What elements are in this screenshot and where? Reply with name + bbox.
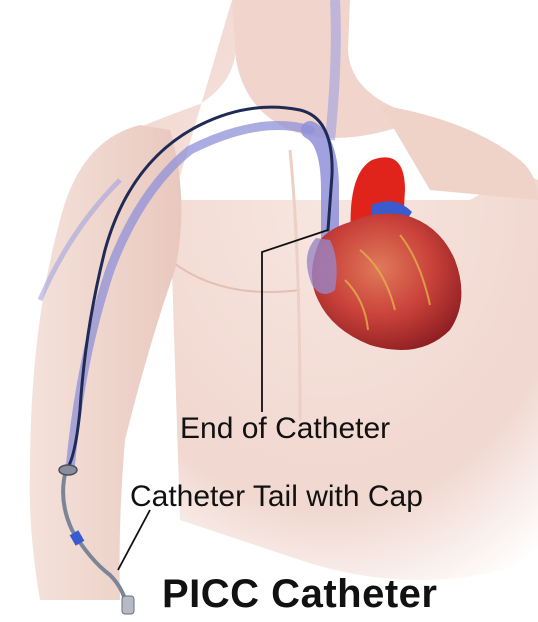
leader-line-tail xyxy=(118,510,150,570)
catheter-cap xyxy=(122,596,134,614)
diagram-title: PICC Catheter xyxy=(162,572,437,617)
catheter-hub xyxy=(59,465,77,475)
label-catheter-tail: Catheter Tail with Cap xyxy=(130,480,423,514)
label-end-of-catheter: End of Catheter xyxy=(180,412,390,446)
neck-vein xyxy=(330,0,336,140)
